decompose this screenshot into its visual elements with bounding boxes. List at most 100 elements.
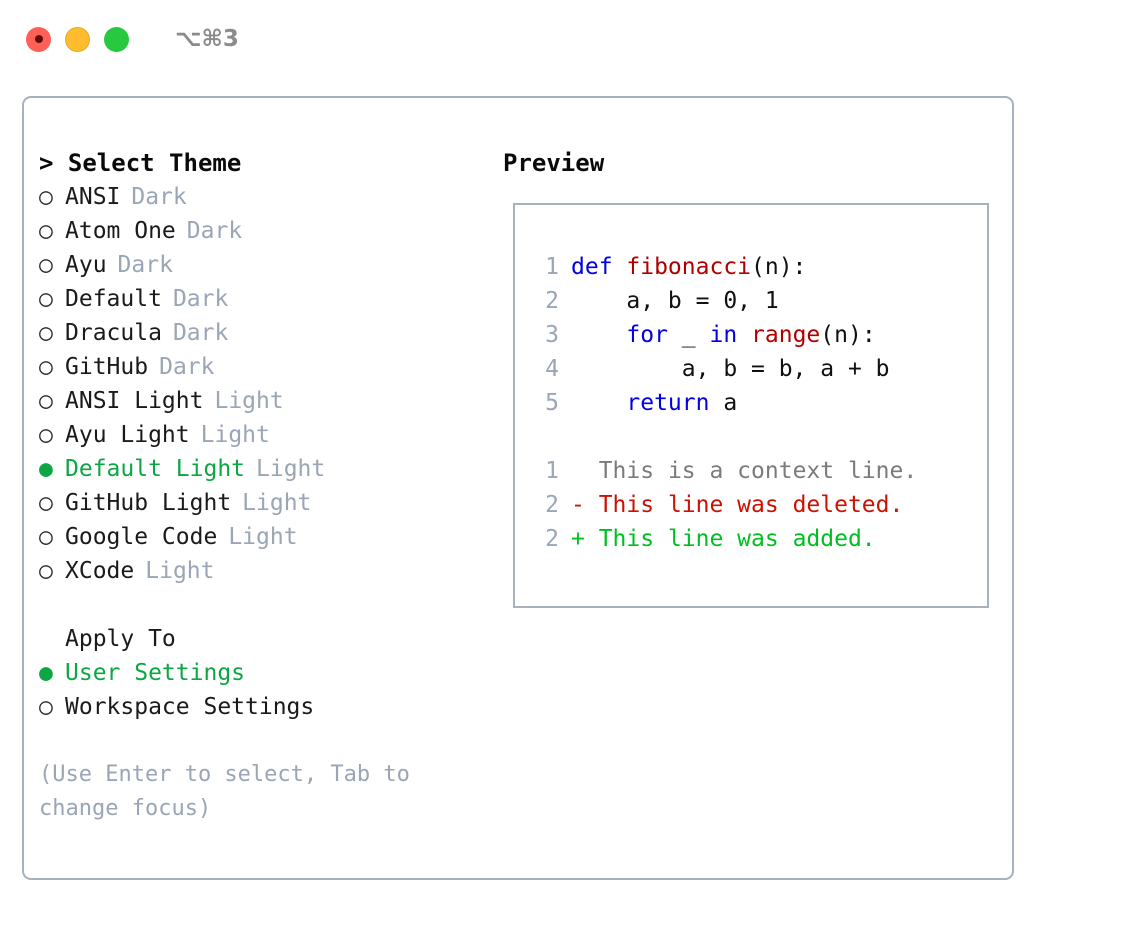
code-token-keyword: for [626, 322, 668, 348]
diff-line-deleted: 2- This line was deleted. [531, 488, 971, 522]
theme-option-label: Ayu [65, 252, 107, 278]
apply-to-option-workspace-settings[interactable]: ○ Workspace Settings [39, 690, 499, 724]
section-spacer [39, 588, 499, 622]
theme-option-category: Light [200, 422, 270, 448]
code-line-content: a, b = 0, 1 [571, 284, 779, 318]
code-token-plain [571, 390, 626, 416]
theme-option-label: Default Light [65, 456, 246, 482]
code-token-keyword: return [626, 390, 710, 416]
apply-to-header: Apply To [65, 626, 176, 652]
theme-option-label: XCode [65, 558, 135, 584]
code-token-plain [737, 322, 751, 348]
theme-option-category: Dark [172, 320, 229, 346]
apply-to-option-label: Workspace Settings [65, 694, 315, 720]
code-line-content: return a [571, 386, 737, 420]
theme-option-label: GitHub [65, 354, 149, 380]
diff-line-context: 1 This is a context line. [531, 454, 971, 488]
code-token-function: fibonacci [626, 254, 752, 280]
diff-line-number: 1 [545, 458, 559, 484]
diff-sign-context [571, 454, 585, 488]
diff-line-content: This is a context line. [584, 458, 918, 484]
title-bar: ⌥⌘3 [0, 0, 1140, 78]
radio-unselected-icon: ○ [39, 558, 53, 584]
code-line-number: 2 [545, 288, 559, 314]
maximize-button-icon[interactable] [104, 26, 129, 52]
radio-unselected-icon: ○ [39, 320, 53, 346]
theme-option-label: Default [65, 286, 162, 312]
code-token-keyword: def [571, 254, 627, 280]
theme-option-category: Light [228, 524, 298, 550]
code-token-plain: a [709, 390, 738, 416]
minimize-button-icon[interactable] [65, 26, 90, 52]
code-line-content: a, b = b, a + b [571, 352, 890, 386]
code-token-plain: _ [667, 322, 710, 348]
theme-option-default[interactable]: ○ Default Dark [39, 282, 499, 316]
code-token-plain: (n): [751, 254, 807, 280]
diff-sign-deleted: - [571, 492, 585, 518]
theme-option-category: Dark [131, 184, 187, 210]
theme-option-label: Atom One [65, 218, 176, 244]
diff-line-content: This line was deleted. [584, 492, 904, 518]
radio-unselected-icon: ○ [39, 286, 53, 312]
code-line: 4 a, b = b, a + b [531, 352, 971, 386]
radio-unselected-icon: ○ [39, 694, 53, 720]
code-line: 3 for _ in range(n): [531, 318, 971, 352]
theme-option-category: Dark [159, 354, 215, 380]
close-button-icon[interactable] [26, 26, 51, 52]
radio-selected-icon: ● [39, 456, 53, 482]
preview-column: Preview [503, 146, 1003, 180]
code-token-plain [571, 322, 626, 348]
diff-block: 1 This is a context line.2- This line wa… [531, 454, 971, 556]
code-line-number: 5 [545, 390, 559, 416]
close-dot-icon [34, 35, 43, 43]
apply-to-option-user-settings[interactable]: ●User Settings [39, 656, 499, 690]
code-line-number: 3 [545, 322, 559, 348]
radio-unselected-icon: ○ [39, 388, 53, 414]
radio-unselected-icon: ○ [39, 490, 53, 516]
diff-line-number: 2 [545, 526, 559, 552]
code-token-keyword: in [709, 322, 738, 348]
window-controls [26, 26, 129, 52]
theme-option-ansi[interactable]: ○ ANSI Dark [39, 180, 499, 214]
code-line: 5 return a [531, 386, 971, 420]
keyboard-hint-text: (Use Enter to select, Tab to change focu… [39, 762, 424, 821]
code-diff-separator [531, 420, 971, 454]
radio-unselected-icon: ○ [39, 252, 53, 278]
theme-option-category: Dark [172, 286, 229, 312]
theme-option-label: ANSI [65, 184, 121, 210]
code-token-plain: (n): [820, 322, 876, 348]
code-token-plain: a, b = b, a + b [571, 356, 890, 382]
radio-unselected-icon: ○ [39, 218, 53, 244]
radio-unselected-icon: ○ [39, 422, 53, 448]
theme-option-category: Light [256, 456, 326, 482]
code-line-number: 1 [545, 254, 559, 280]
theme-option-default-light[interactable]: ● Default Light Light [39, 452, 499, 486]
code-line: 2 a, b = 0, 1 [531, 284, 971, 318]
apply-to-option-label: User Settings [65, 660, 246, 686]
code-line: 1 def fibonacci(n): [531, 250, 971, 284]
code-line-content: def fibonacci(n): [571, 250, 806, 284]
radio-unselected-icon: ○ [39, 184, 53, 210]
diff-sign-added: + [571, 526, 585, 552]
theme-option-label: ANSI Light [65, 388, 204, 414]
code-token-function: range [751, 322, 821, 348]
code-token-plain: a, b = 0, 1 [571, 288, 779, 314]
theme-option-label: GitHub Light [65, 490, 232, 516]
theme-option-label: Google Code [65, 524, 218, 550]
